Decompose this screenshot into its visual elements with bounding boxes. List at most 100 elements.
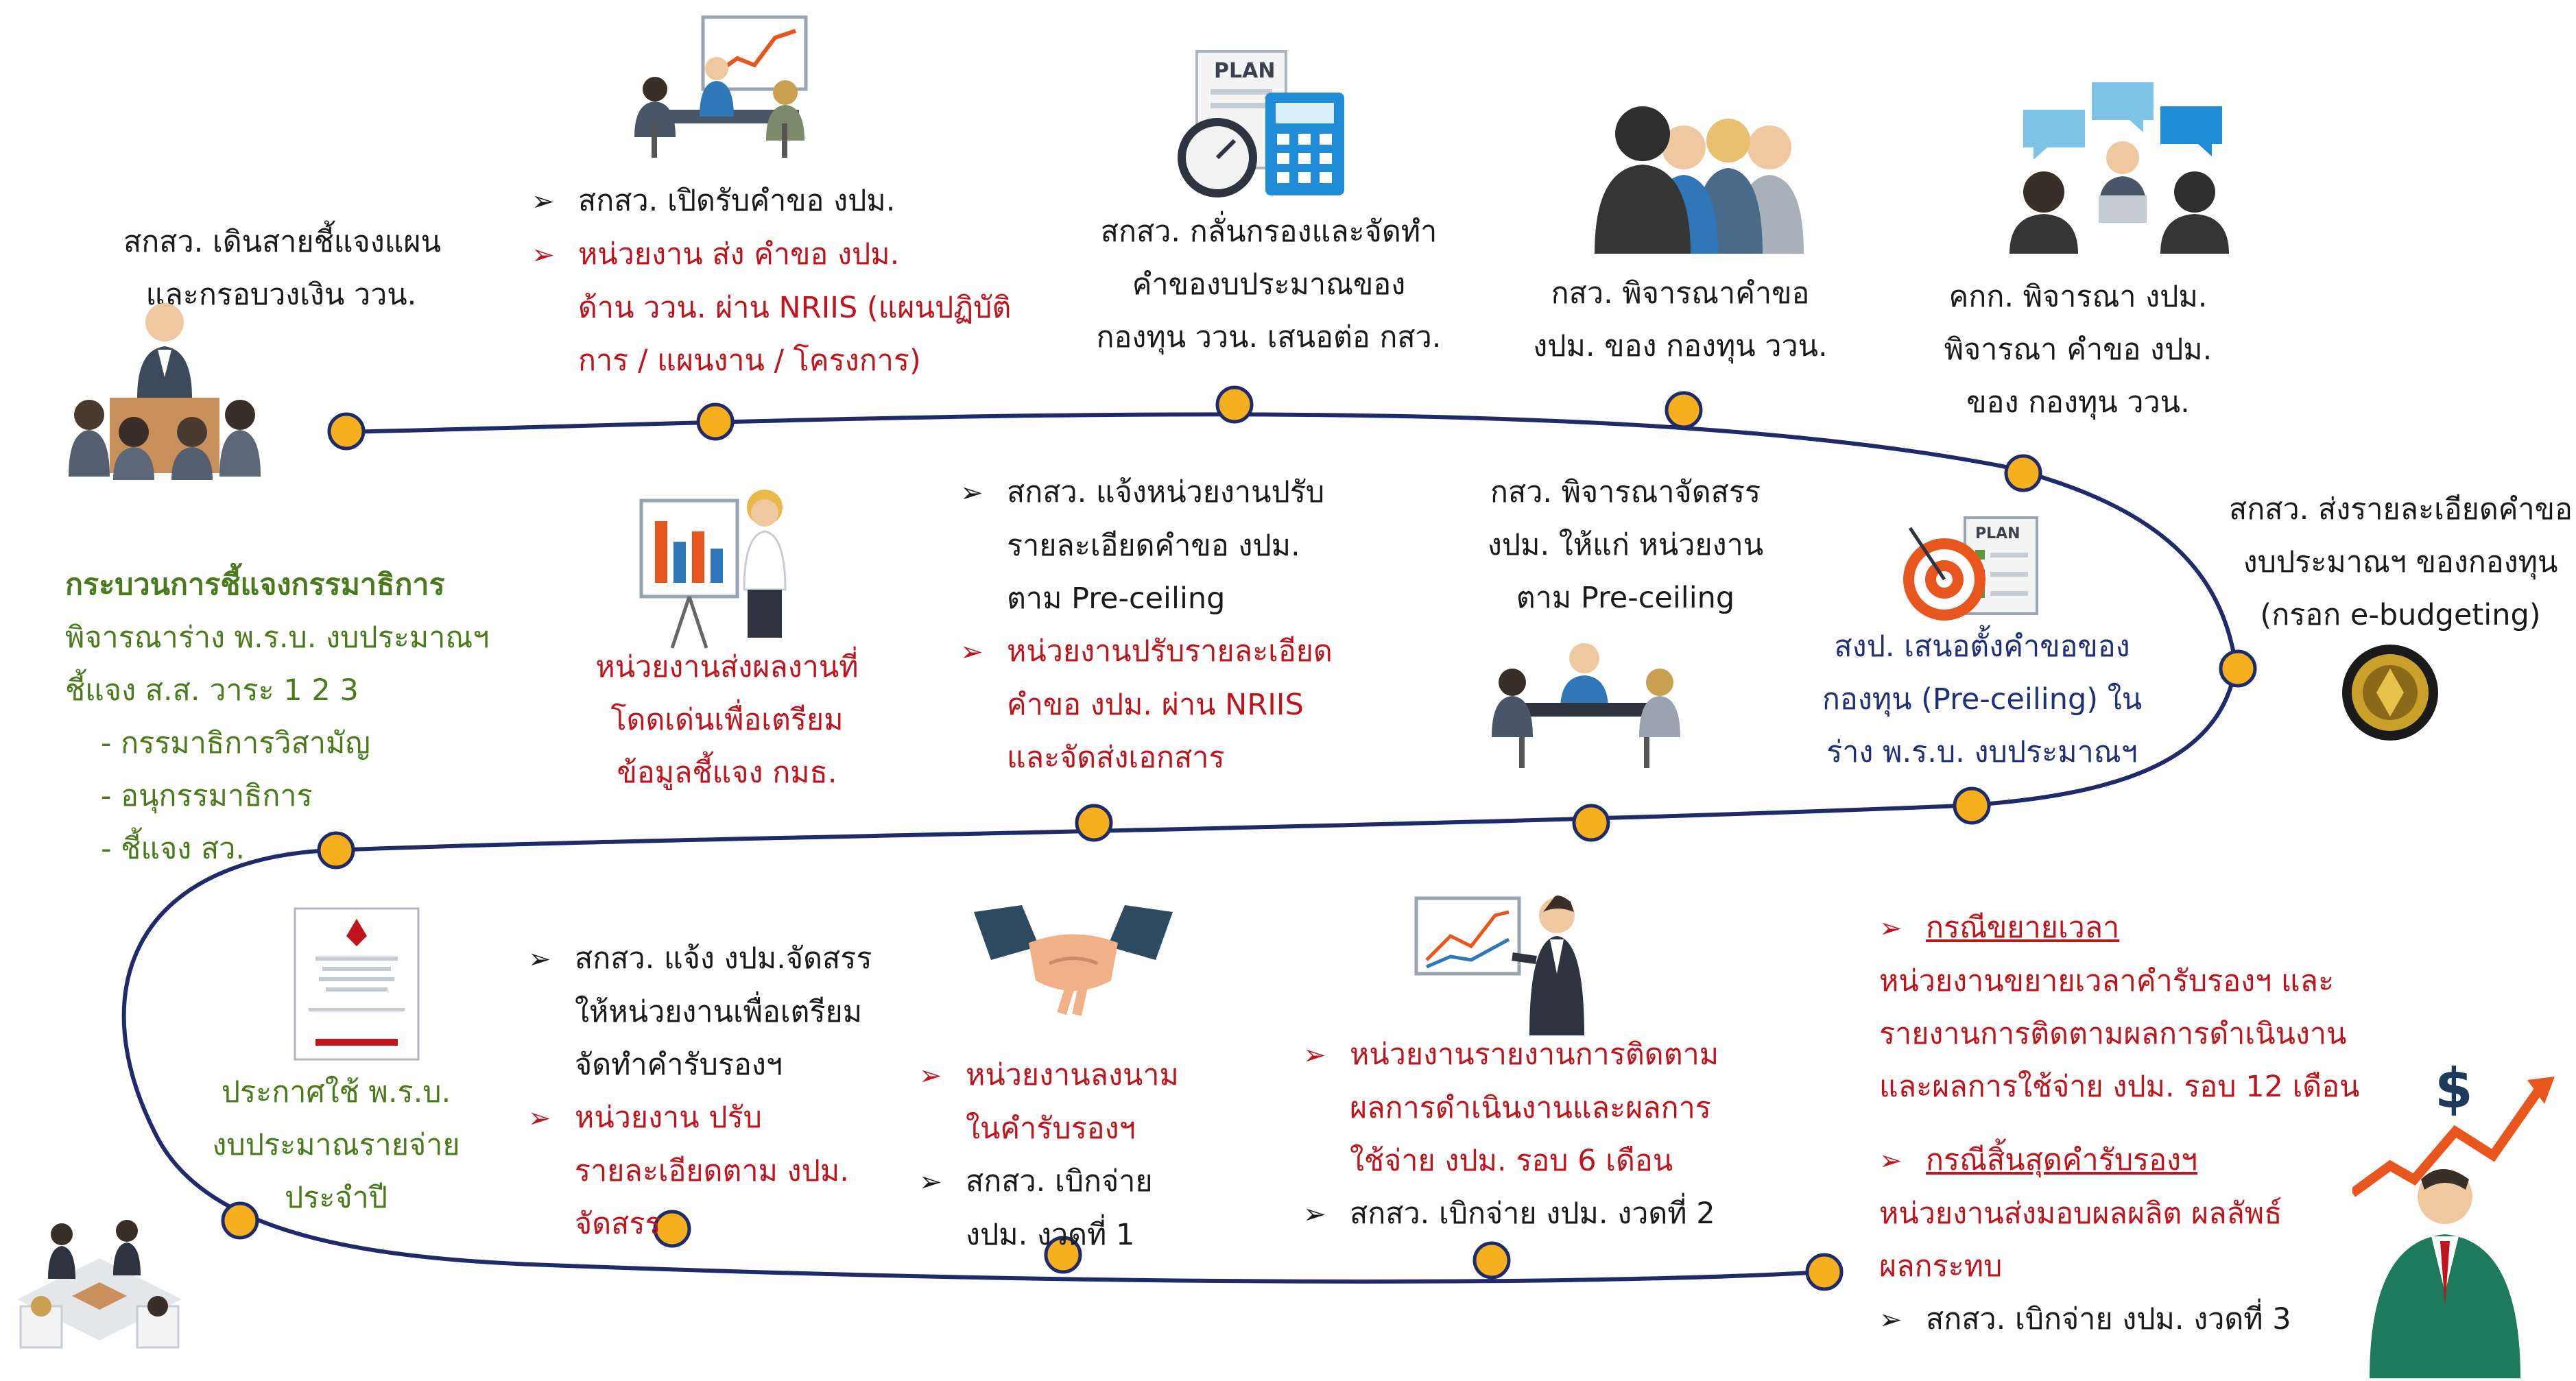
b3-line-2: คำของบประมาณของ: [1132, 267, 1406, 302]
step-b15-text: ➢ หน่วยงานรายงานการติดตาม ผลการดำเนินงานแ…: [1303, 1029, 1824, 1241]
b16-item-2: ➢กรณีสิ้นสุดคำรับรองฯ: [1879, 1134, 2400, 1188]
b13-item-2-text: หน่วยงาน ปรับ: [575, 1101, 762, 1135]
b8-line-1: กสว. พิจารณาจัดสรร: [1490, 475, 1761, 509]
b16-item-2-cont-2: ผลกระทบ: [1879, 1249, 2003, 1284]
step-b7-text: สงป. เสนอตั้งคำขอของ กองทุน (Pre-ceiling…: [1811, 621, 2154, 779]
b15-item-1-cont-1: ผลการดำเนินงานและผลการ: [1350, 1091, 1711, 1125]
step-b6-text: สกสว. ส่งรายละเอียดคำขอ งบประมาณฯ ของกอง…: [2229, 483, 2573, 642]
step-b12-text: ประกาศใช้ พ.ร.บ. งบประมาณรายจ่าย ประจำปี: [192, 1066, 480, 1225]
b7-line-1: สงป. เสนอตั้งคำขอของ: [1834, 629, 2130, 664]
step-b8-text: กสว. พิจารณาจัดสรร งปม. ให้แก่ หน่วยงาน …: [1454, 466, 1797, 625]
b2-item-2: ➢หน่วยงาน ส่ง คำขอ งปม.: [532, 228, 1053, 282]
flow-node-7: [1953, 786, 1991, 825]
arrowhead-bullet-icon: ➢: [532, 239, 555, 271]
flow-node-4: [1665, 391, 1703, 429]
b4-line-2: งปม. ของ กองทุน ววน.: [1533, 329, 1828, 363]
b15-item-1-text: หน่วยงานรายงานการติดตาม: [1350, 1037, 1719, 1072]
step-b11-text: กระบวนการชี้แจงกรรมาธิการ พิจารณาร่าง พ.…: [65, 559, 511, 876]
flow-node-1: [327, 412, 366, 451]
b13-item-1-text: สกสว. แจ้ง งปม.จัดสรร: [575, 941, 872, 976]
growth-dollar-icon: $: [2352, 1057, 2555, 1378]
step-b3-text: สกสว. กลั่นกรองและจัดทำ คำของบประมาณของ …: [1077, 206, 1461, 364]
lounge-meeting-icon: [17, 1220, 182, 1349]
b13-item-2: ➢ หน่วยงาน ปรับ: [528, 1092, 953, 1145]
b7-line-3: ร่าง พ.ร.บ. งบประมาณฯ: [1826, 735, 2138, 769]
b4-line-1: กสว. พิจารณาคำขอ: [1551, 276, 1810, 311]
b9-item-2-cont-1: คำขอ งปม. ผ่าน NRIIS: [1007, 688, 1304, 722]
b15-item-2: ➢ สกสว. เบิกจ่าย งปม. งวดที่ 2: [1303, 1188, 1824, 1241]
b16-item-1: ➢ กรณีขยายเวลา: [1879, 902, 2400, 955]
b14-item-2: ➢ สกสว. เบิกจ่าย: [919, 1155, 1248, 1209]
b8-line-2: งปม. ให้แก่ หน่วยงาน: [1487, 528, 1764, 562]
b14-item-1-text: หน่วยงานลงนาม: [966, 1058, 1179, 1092]
meeting-chart-icon: [634, 15, 808, 158]
b16-item-1-cont-2: รายงานการติดตามผลการดำเนินงาน: [1879, 1017, 2347, 1051]
flow-node-9: [1075, 804, 1113, 842]
flow-node-15: [1805, 1253, 1844, 1291]
arrowhead-bullet-icon: ➢: [1879, 913, 1903, 944]
b9-item-1-text: สกสว. แจ้งหน่วยงานปรับ: [1007, 475, 1325, 509]
b13-item-1-cont-2: จัดทำคำรับรองฯ: [575, 1048, 783, 1082]
b13-item-2-cont-1: รายละเอียดตาม งปม.: [575, 1154, 849, 1188]
arrowhead-bullet-icon: ➢: [960, 477, 983, 509]
b11-sub-2: - อนุกรรมาธิการ: [101, 779, 313, 813]
b13-item-1-cont-1: ให้หน่วยงานเพื่อเตรียม: [575, 995, 863, 1029]
b14-item-2-cont-1: งปม. งวดที่ 1: [966, 1218, 1135, 1252]
b11-title: กระบวนการชี้แจงกรรมาธิการ: [65, 568, 445, 602]
arrowhead-bullet-icon: ➢: [528, 944, 551, 975]
b7-line-2: กองทุน (Pre-ceiling) ใน: [1822, 682, 2143, 717]
flow-node-14: [1472, 1241, 1511, 1280]
plan-sign-label: PLAN: [1214, 59, 1275, 83]
flow-node-11: [221, 1201, 259, 1240]
b15-item-2-text: สกสว. เบิกจ่าย งปม. งวดที่ 2: [1350, 1197, 1715, 1231]
arrowhead-bullet-icon: ➢: [532, 186, 555, 217]
flow-node-6: [2219, 649, 2257, 688]
discussion-icon: [2009, 82, 2229, 254]
arrowhead-bullet-icon: ➢: [1879, 1145, 1903, 1177]
flow-line: [121, 412, 2239, 1284]
arrowhead-bullet-icon: ➢: [919, 1166, 942, 1198]
arrowhead-bullet-icon: ➢: [1303, 1040, 1326, 1071]
b16-item-1-cont-3: และผลการใช้จ่าย งปม. รอบ 12 เดือน: [1879, 1070, 2360, 1104]
b16-item-1-text: กรณีขยายเวลา: [1926, 911, 2120, 945]
budget-act-document-icon: [294, 907, 420, 1061]
b2-item-2-cont-2: การ / แผนงาน / โครงการ): [578, 344, 921, 378]
b6-line-3: (กรอก e-budgeting): [2260, 598, 2541, 632]
b2-item-1: ➢ สกสว. เปิดรับคำขอ งปม.: [532, 175, 1053, 228]
emblem-seal-icon: [2342, 645, 2438, 741]
b8-line-3: ตาม Pre-ceiling: [1516, 581, 1735, 615]
arrowhead-bullet-icon: ➢: [1303, 1199, 1326, 1230]
step-b5-text: คกก. พิจารณา งปม. พิจารณา คำขอ งปม. ของ …: [1920, 271, 2236, 429]
step-b9-text: ➢ สกสว. แจ้งหน่วยงานปรับ รายละเอียดคำขอ ง…: [960, 466, 1399, 784]
b9-item-2-cont-2: และจัดส่งเอกสาร: [1007, 741, 1225, 775]
arrowhead-bullet-icon: ➢: [528, 1103, 551, 1134]
b12-line-3: ประจำปี: [284, 1181, 388, 1215]
b15-item-1-cont-2: ใช้จ่าย งปม. รอบ 6 เดือน: [1350, 1144, 1673, 1178]
b14-item-2-text: สกสว. เบิกจ่าย: [966, 1164, 1153, 1199]
arrowhead-bullet-icon: ➢: [1879, 1304, 1903, 1336]
b6-line-2: งบประมาณฯ ของกองทุน: [2243, 545, 2558, 579]
b9-item-1-cont-2: ตาม Pre-ceiling: [1007, 581, 1226, 616]
b9-item-1-cont-1: รายละเอียดคำขอ งปม.: [1007, 529, 1300, 563]
b2-item-2-cont-1: ด้าน ววน. ผ่าน NRIIS (แผนปฏิบัติ: [578, 291, 1012, 325]
step-b14-text: ➢หน่วยงานลงนาม ในคำรับรองฯ ➢สกสว. เบิกจ่…: [919, 1049, 1248, 1262]
b5-line-1: คกก. พิจารณา งปม.: [1948, 280, 2208, 314]
b12-line-2: งบประมาณรายจ่าย: [212, 1128, 460, 1162]
step-b13-text: ➢ สกสว. แจ้ง งปม.จัดสรร ให้หน่วยงานเพื่อเ…: [528, 933, 953, 1251]
step-b10-text: หน่วยงานส่งผลงานที่ โดดเด่นเพื่อเตรียม ข…: [569, 641, 885, 800]
b9-item-1: ➢ สกสว. แจ้งหน่วยงานปรับ: [960, 466, 1399, 520]
flow-node-12: [653, 1210, 691, 1248]
b1-line-2: และกรอบวงเงิน ววน.: [145, 278, 417, 312]
b2-item-1-text: สกสว. เปิดรับคำขอ งปม.: [578, 184, 896, 218]
b10-line-1: หน่วยงานส่งผลงานที่: [595, 650, 859, 684]
committee-icon: [1595, 106, 1804, 254]
b11-line-1: พิจารณาร่าง พ.ร.บ. งบประมาณฯ: [65, 621, 490, 655]
analyst-chart-icon: [1414, 896, 1584, 1035]
table-meeting-icon: [1492, 643, 1680, 768]
b13-item-2-cont-2: จัดสรร: [575, 1207, 661, 1241]
b3-line-1: สกสว. กลั่นกรองและจัดทำ: [1100, 215, 1438, 249]
b13-item-1: ➢ สกสว. แจ้ง งปม.จัดสรร: [528, 933, 953, 986]
b11-line-2: ชี้แจง ส.ส. วาระ 1 2 3: [65, 673, 359, 708]
flow-node-13: [1044, 1236, 1082, 1274]
